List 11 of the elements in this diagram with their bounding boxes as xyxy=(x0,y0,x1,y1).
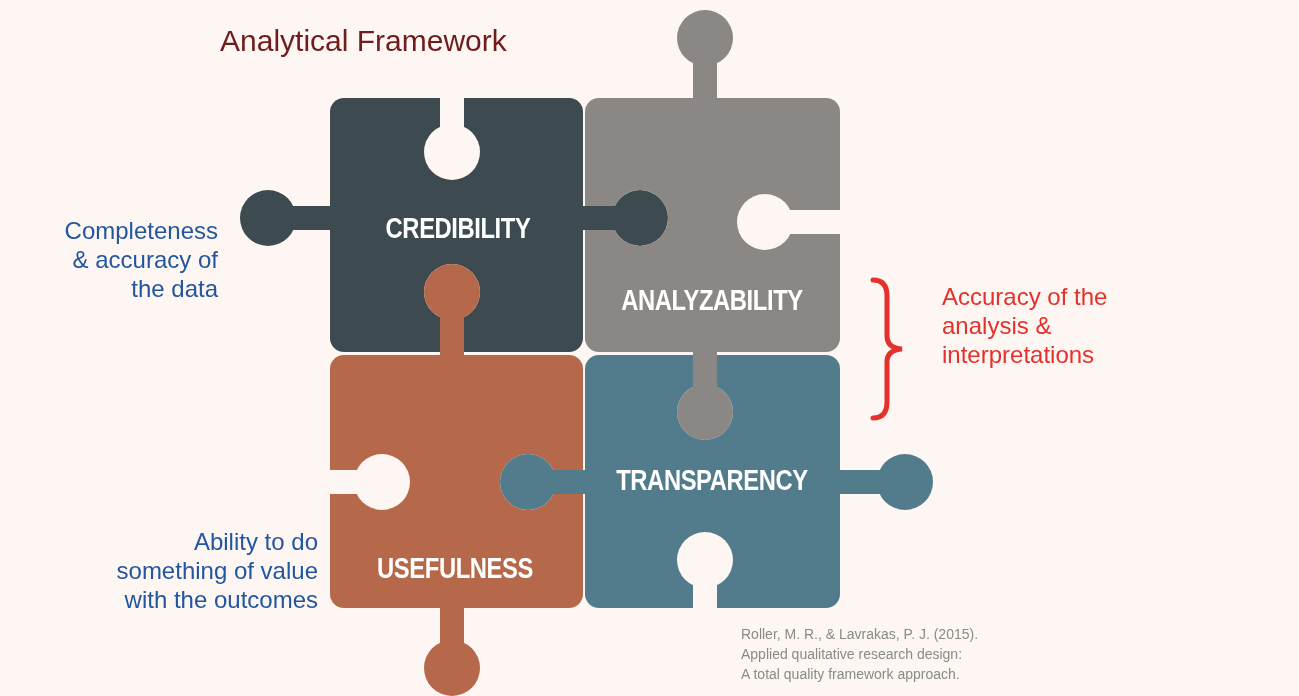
piece-label: USEFULNESS xyxy=(377,551,533,585)
citation-text: A total quality framework approach. xyxy=(741,665,960,684)
citation-text: Roller, M. R., & Lavrakas, P. J. (2015). xyxy=(741,625,979,644)
annotation: Ability to do something of value with the outcomes xyxy=(115,527,318,614)
title: Analytical Framework xyxy=(220,23,507,59)
piece-label: TRANSPARENCY xyxy=(616,463,808,497)
citation-text: Applied qualitative research design: xyxy=(741,645,963,664)
annotation: Accuracy of the analysis & interpretations xyxy=(942,282,1109,369)
piece-label: CREDIBILITY xyxy=(385,211,531,245)
piece-label: ANALYZABILITY xyxy=(621,283,803,317)
annotation: Completeness & accuracy of the data xyxy=(63,216,218,303)
